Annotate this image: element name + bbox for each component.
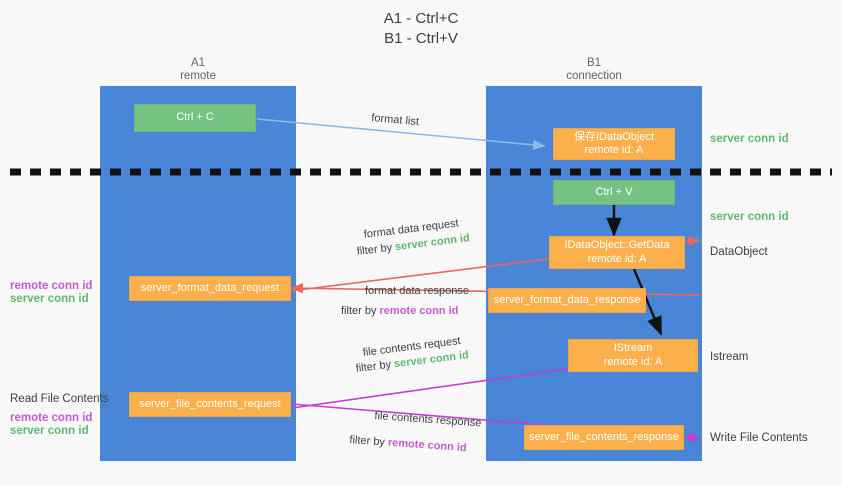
right-label-server-conn-id-2: server conn id — [710, 211, 789, 223]
column-header-a1: A1 remote — [100, 57, 296, 83]
title-line-1: A1 - Ctrl+C — [383, 10, 459, 27]
box-istream-line1: IStream — [613, 342, 653, 354]
box-server-format-data-response-label: server_format_data_response — [493, 293, 641, 306]
filter-value: remote conn id — [387, 436, 468, 455]
box-server-format-data-request[interactable]: server_format_data_request — [129, 276, 291, 301]
box-server-file-contents-response-label: server_file_contents_response — [529, 430, 679, 443]
left-label-read-file-contents: Read File Contents — [10, 393, 109, 405]
box-server-file-contents-request[interactable]: server_file_contents_request — [129, 392, 291, 417]
box-ctrl-v[interactable]: Ctrl + V — [553, 180, 675, 205]
left-label-remote-conn-id-2: remote conn id — [10, 412, 93, 424]
arrow-label-file-contents-response: file contents response — [374, 409, 482, 430]
arrow-label-file-contents-response-filter: filter by remote conn id — [349, 433, 467, 455]
column-header-b1-name: B1 — [586, 57, 602, 69]
box-istream[interactable]: IStream remote id: A — [568, 339, 698, 372]
right-label-istream: Istream — [710, 351, 749, 363]
box-server-file-contents-request-label: server_file_contents_request — [139, 397, 281, 410]
column-header-b1-sub: connection — [566, 70, 622, 82]
box-server-format-data-response[interactable]: server_format_data_response — [488, 288, 646, 313]
title-line-2: B1 - Ctrl+V — [384, 30, 458, 47]
box-ctrl-c-label: Ctrl + C — [176, 111, 214, 124]
box-getdata-line2: remote id: A — [587, 252, 647, 265]
box-idataobject-line1: 保存IDataObject — [573, 130, 655, 143]
right-label-dataobject: DataObject — [710, 246, 768, 258]
right-label-write-file-contents: Write File Contents — [710, 432, 808, 444]
box-ctrl-c[interactable]: Ctrl + C — [134, 104, 256, 132]
arrow-label-format-data-response-filter: filter by remote conn id — [341, 304, 458, 318]
arrow-label-format-data-response: format data response — [365, 285, 469, 297]
filter-prefix: filter by — [356, 241, 396, 258]
filter-prefix: filter by — [349, 433, 389, 449]
filter-prefix: filter by — [355, 358, 395, 375]
arrow-label-format-list: format list — [370, 111, 420, 129]
left-label-server-conn-id-1: server conn id — [10, 293, 89, 305]
left-label-remote-conn-id-1: remote conn id — [10, 280, 93, 292]
box-getdata-line1: IDataObject::GetData — [564, 239, 670, 251]
page-title: A1 - Ctrl+C B1 - Ctrl+V — [0, 9, 842, 49]
box-idataobject-line2: remote id: A — [584, 144, 644, 156]
box-idataobject[interactable]: 保存IDataObject remote id: A — [553, 128, 675, 160]
box-ctrl-v-label: Ctrl + V — [595, 185, 633, 198]
box-idataobject-getdata[interactable]: IDataObject::GetData remote id: A — [549, 236, 685, 269]
box-istream-line2: remote id: A — [603, 355, 663, 368]
column-header-a1-name: A1 — [190, 57, 206, 69]
filter-value: remote conn id — [379, 305, 459, 317]
filter-prefix: filter by — [341, 305, 380, 317]
box-server-file-contents-response[interactable]: server_file_contents_response — [524, 425, 684, 450]
left-label-server-conn-id-2: server conn id — [10, 425, 89, 437]
right-label-server-conn-id-1: server conn id — [710, 133, 789, 145]
column-header-b1: B1 connection — [486, 57, 702, 83]
box-server-format-data-request-label: server_format_data_request — [140, 281, 280, 294]
column-header-a1-sub: remote — [180, 70, 216, 82]
